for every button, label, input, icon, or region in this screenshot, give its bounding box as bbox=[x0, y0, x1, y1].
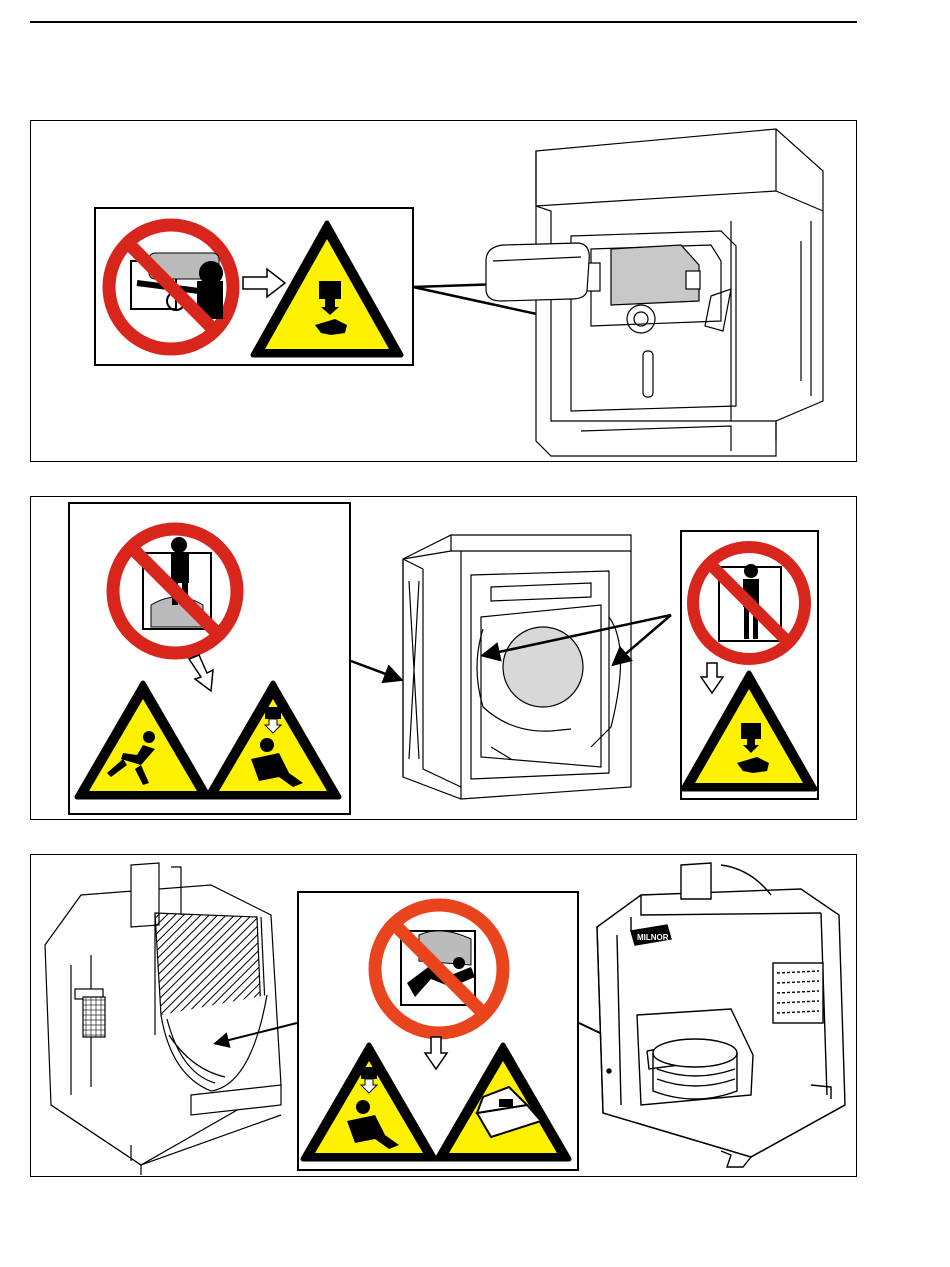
no-entry-tilting-drum-icon bbox=[375, 905, 503, 1033]
panel-drum-entry bbox=[30, 496, 857, 820]
panel-tilting-drum: MILNOR bbox=[30, 854, 857, 1177]
panel-door-crush bbox=[30, 120, 857, 462]
no-entry-drum-icon bbox=[113, 529, 237, 653]
washer-front-view bbox=[486, 129, 823, 456]
no-entry-drum-icon bbox=[693, 547, 805, 659]
tilting-washer-right: MILNOR bbox=[597, 863, 845, 1167]
tilting-washer-left bbox=[45, 863, 281, 1175]
no-hand-in-door-icon bbox=[109, 225, 233, 349]
washer-open-drum bbox=[403, 535, 631, 799]
header-rule bbox=[30, 21, 857, 23]
logo-text: MILNOR bbox=[637, 933, 669, 942]
